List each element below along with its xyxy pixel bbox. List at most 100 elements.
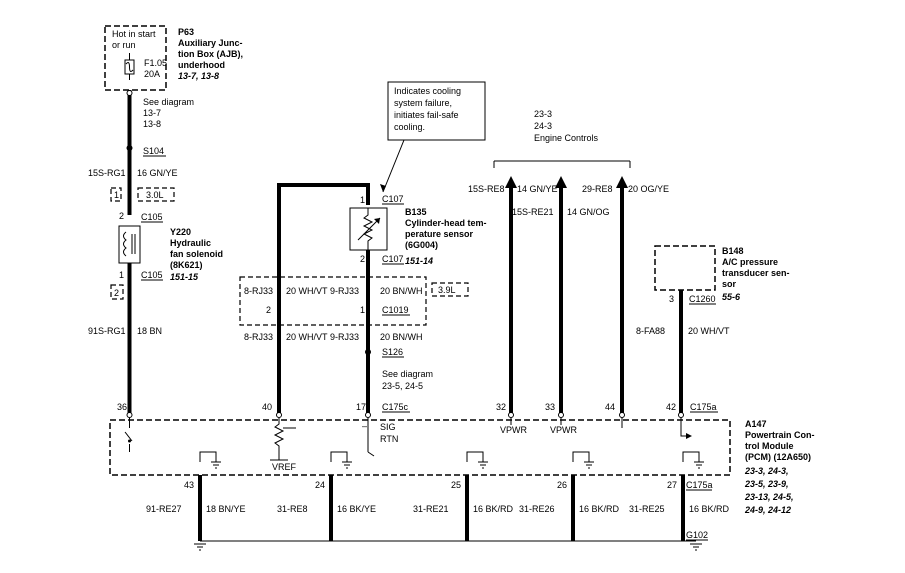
internal-ground-icon	[199, 451, 221, 469]
ec1-circuit: 15S-RE8	[468, 184, 505, 194]
sig-label: SIG	[380, 422, 396, 432]
c1019-pin-left: 2	[266, 305, 271, 315]
arrow-right-icon	[686, 433, 692, 439]
wire-vref-loop	[277, 183, 370, 415]
solenoid-box	[118, 225, 141, 264]
rj-left-bot-circuit: 8-RJ33	[244, 332, 273, 342]
ground-wires: 43 91-RE27 18 BN/YE 24 31-RE8 16 BK/YE 25 31-RE…	[146, 451, 730, 541]
solenoid-id: Y220	[170, 227, 191, 237]
rj-right-bot-color: 20 BN/WH	[380, 332, 423, 342]
rj-left-top-circuit: 8-RJ33	[244, 286, 273, 296]
pin-32: 32	[496, 402, 506, 412]
see1-line3: 13-8	[143, 119, 161, 129]
ground-pin: 43	[184, 480, 194, 490]
solenoid-name-2: fan solenoid	[170, 249, 223, 259]
ground-pin: 24	[315, 480, 325, 490]
c105-top-label: C105	[141, 212, 163, 222]
c107-bot-label: C107	[382, 254, 404, 264]
see1-line2: 13-7	[143, 108, 161, 118]
sensor-id: B135	[405, 207, 427, 217]
see2-line1: See diagram	[382, 369, 433, 379]
c1019-dashed-box	[239, 276, 427, 326]
fa88-circuit: 8-FA88	[636, 326, 665, 336]
pin-36: 36	[117, 402, 127, 412]
fuse-id: F1.05	[144, 58, 167, 68]
pcm-name-3: (PCM) (12A650)	[745, 452, 811, 462]
ec1-color: 14 GN/YE	[517, 184, 558, 194]
engine-line1: 23-3	[534, 109, 552, 119]
pcm-ref-2: 23-5, 23-9,	[744, 479, 789, 489]
pin-40: 40	[262, 402, 272, 412]
pin-17: 17	[356, 402, 366, 412]
c105-bot-pin: 1	[119, 270, 124, 280]
ground-circuit: 31-RE8	[277, 504, 308, 514]
pcm-box	[109, 419, 731, 476]
b148-ref: 55-6	[722, 292, 741, 302]
vpwr2-label: VPWR	[550, 425, 578, 435]
s126-label: S126	[382, 347, 403, 357]
b148-id: B148	[722, 246, 744, 256]
pcm-name-1: Powertrain Con-	[745, 430, 815, 440]
c175c-label: C175c	[382, 402, 409, 412]
opt-30-box	[137, 187, 175, 202]
see1-line1: See diagram	[143, 97, 194, 107]
ajb-hot-line2: or run	[112, 40, 136, 50]
ground-color: 18 BN/YE	[206, 504, 246, 514]
s104-label: S104	[143, 146, 164, 156]
c107-top-label: C107	[382, 194, 404, 204]
pin-33: 33	[545, 402, 555, 412]
callout-line4: cooling.	[394, 122, 425, 132]
sensor-ref: 151-14	[405, 256, 433, 266]
b148-name-2: transducer sen-	[722, 268, 790, 278]
pcm-ref-1: 23-3, 24-3,	[744, 466, 789, 476]
callout-line2: system failure,	[394, 98, 452, 108]
c107-top-pin: 1	[360, 195, 365, 205]
vref-label: VREF	[272, 462, 297, 472]
ajb-name-1: Auxiliary Junc-	[178, 38, 243, 48]
w1-color: 16 GN/YE	[137, 168, 178, 178]
pcm-vref-resistor-icon	[270, 418, 296, 461]
c105-top-pin: 2	[119, 211, 124, 221]
pin-42: 42	[666, 402, 676, 412]
fa88-color: 20 WH/VT	[688, 326, 730, 336]
ground-circuit: 31-RE21	[413, 504, 449, 514]
ground-circuit: 91-RE27	[146, 504, 182, 514]
callout-line1: Indicates cooling	[394, 86, 461, 96]
pcm-name-2: trol Module	[745, 441, 794, 451]
ground-color: 16 BK/RD	[579, 504, 620, 514]
rj-left-bot-color: 20 WH/VT	[286, 332, 328, 342]
ec2-circuit: 15S-RE21	[512, 207, 554, 217]
pin-44: 44	[605, 402, 615, 412]
ground-color: 16 BK/YE	[337, 504, 376, 514]
opt-30-label: 3.0L	[146, 190, 164, 200]
thermistor-icon	[357, 208, 381, 250]
opt-1-box	[110, 187, 122, 202]
sensor-name-3: (6G004)	[405, 240, 438, 250]
pcm-switch-icon	[124, 418, 133, 452]
internal-ground-icon	[682, 451, 704, 469]
g102-label: G102	[686, 530, 708, 540]
s126-splice	[365, 349, 371, 355]
pcm-ref-3: 23-13, 24-5,	[744, 492, 794, 502]
sensor-name-1: Cylinder-head tem-	[405, 218, 487, 228]
c107-bot-pin: 2	[360, 254, 365, 264]
solenoid-ref: 151-15	[170, 272, 199, 282]
engine-line2: 24-3	[534, 121, 552, 131]
rj-right-top-circuit: 9-RJ33	[330, 286, 359, 296]
internal-ground-icon	[330, 451, 352, 469]
callout-line3: initiates fail-safe	[394, 110, 459, 120]
arrow-up-icon	[505, 176, 517, 188]
c1019-pin-right: 1	[360, 305, 365, 315]
vpwr1-label: VPWR	[500, 425, 528, 435]
rtn-label: RTN	[380, 434, 398, 444]
pcm-id: A147	[745, 419, 767, 429]
ajb-hot-line1: Hot in start	[112, 29, 156, 39]
ground-pin: 25	[451, 480, 461, 490]
solenoid-name-1: Hydraulic	[170, 238, 211, 248]
opt-39-box	[431, 282, 469, 297]
ec3-color: 20 OG/YE	[628, 184, 669, 194]
ground-color: 16 BK/RD	[473, 504, 514, 514]
opt-1-pin: 1	[114, 190, 119, 200]
solenoid-name-3: (8K621)	[170, 260, 203, 270]
